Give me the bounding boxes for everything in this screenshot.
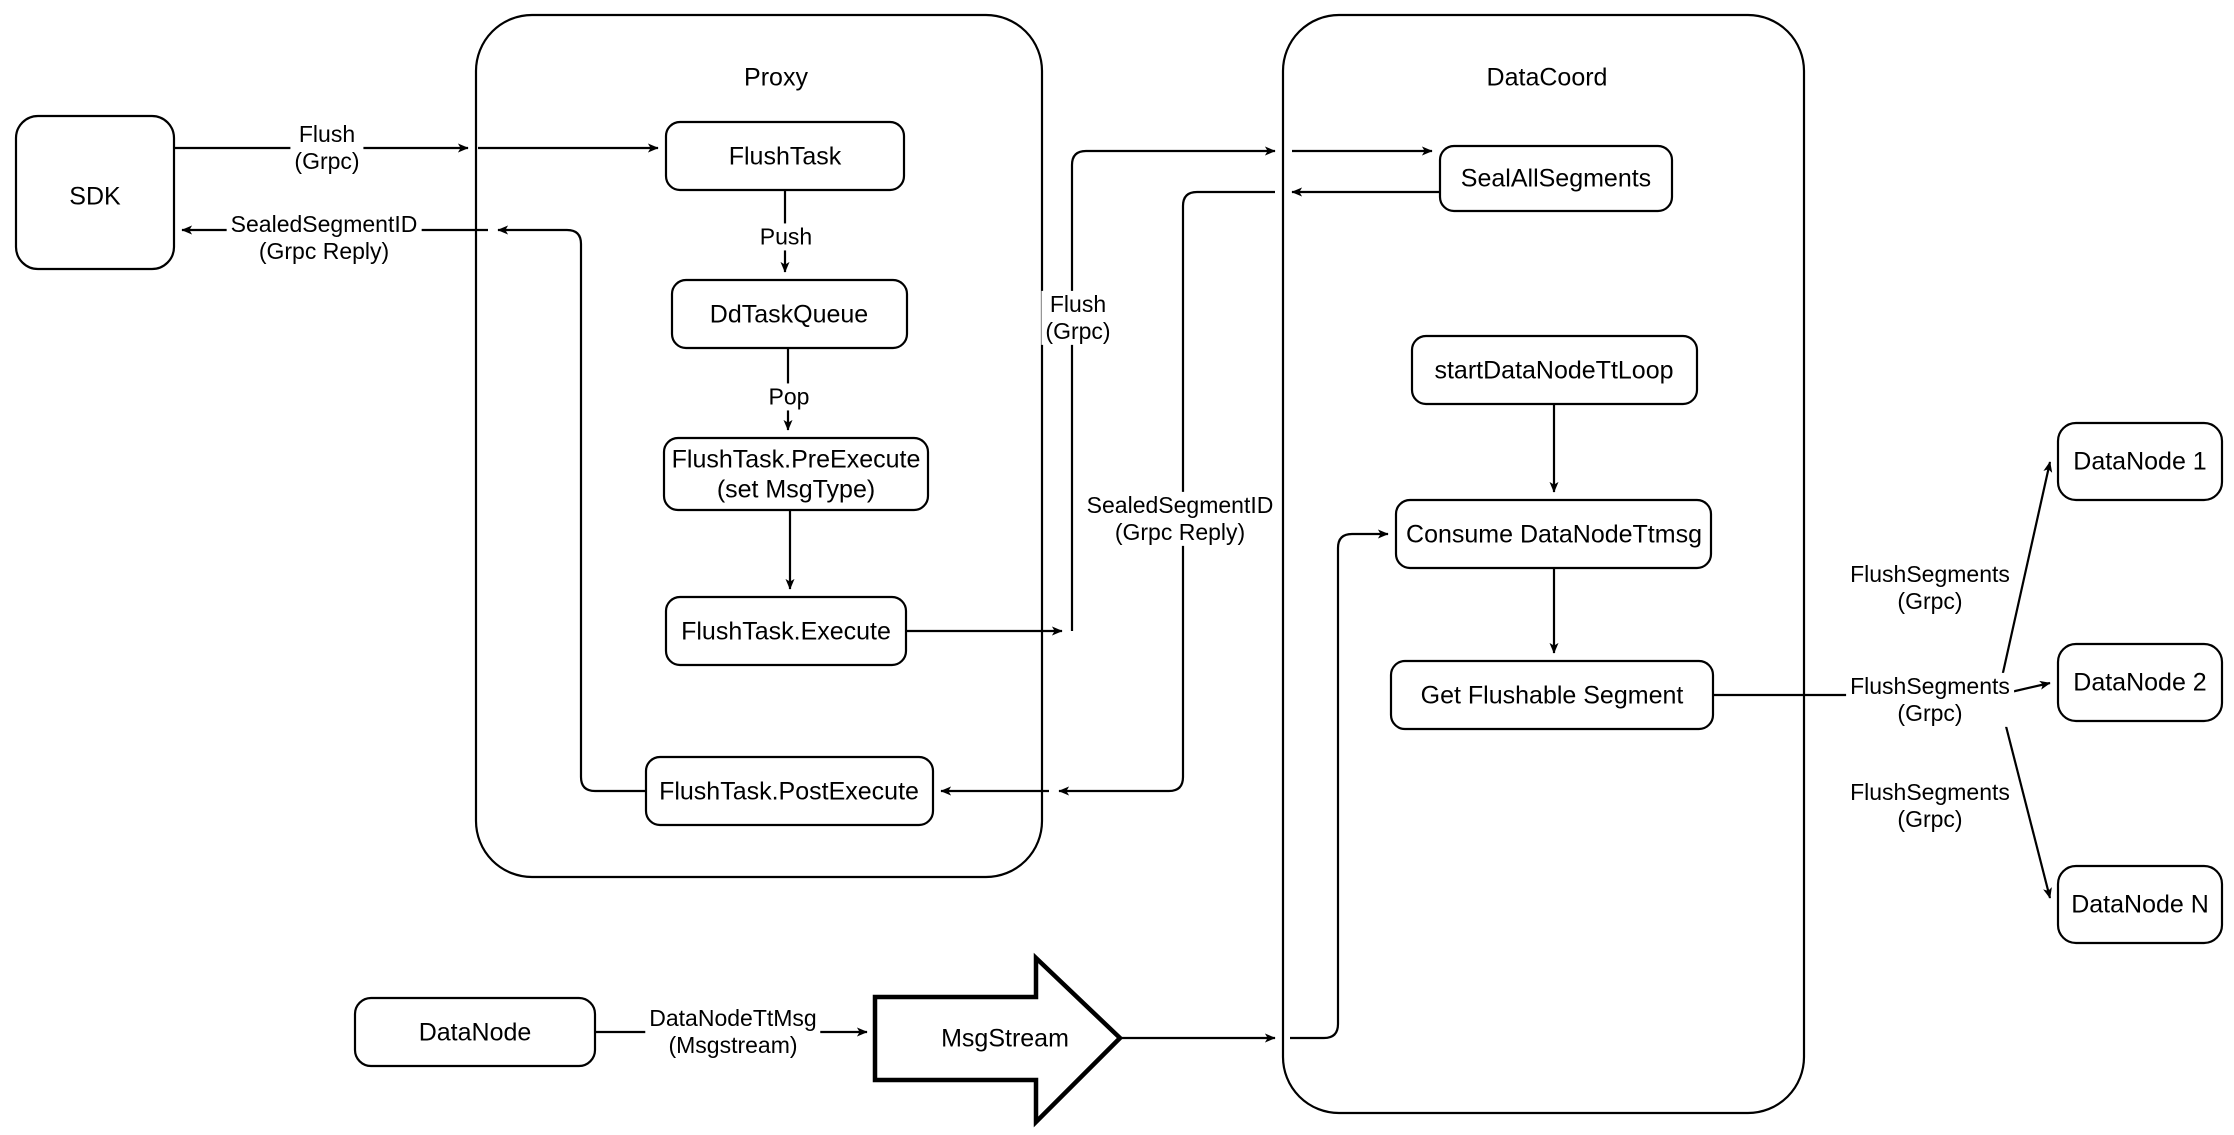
edge-hub-to-datanode-1 — [1996, 461, 2053, 696]
node-start-datanode-ttloop-box[interactable] — [1410, 334, 1699, 406]
node-datanode-2-box[interactable] — [2056, 642, 2224, 723]
edge-hub-to-datanode-2 — [1997, 680, 2051, 697]
node-datanode-n-box[interactable] — [2056, 864, 2224, 945]
node-dd-task-queue-box[interactable] — [670, 278, 909, 350]
node-flush-task-preexecute-box[interactable] — [662, 436, 930, 512]
node-msgstream-shape[interactable] — [872, 952, 1124, 1128]
edge-lane-sealed-descender — [1058, 190, 1275, 796]
edge-lane-flush-riser — [1070, 146, 1276, 631]
edge-postexecute-to-left-riser — [497, 225, 646, 793]
edge-hub-to-datanode-n — [1996, 694, 2052, 899]
node-consume-datanode-ttmsg-box[interactable] — [1394, 498, 1713, 570]
node-seal-all-segments-box[interactable] — [1438, 144, 1674, 213]
node-get-flushable-segment-box[interactable] — [1389, 659, 1715, 731]
node-flush-task-box[interactable] — [664, 120, 906, 192]
node-datanode-1-box[interactable] — [2056, 421, 2224, 502]
node-sdk-box[interactable] — [14, 114, 176, 271]
node-flush-task-postexecute-box[interactable] — [644, 755, 935, 827]
node-datanode-source-box[interactable] — [353, 996, 597, 1068]
edge-datacoord-ttmsg-riser — [1290, 529, 1389, 1040]
node-flush-task-execute-box[interactable] — [664, 595, 908, 667]
